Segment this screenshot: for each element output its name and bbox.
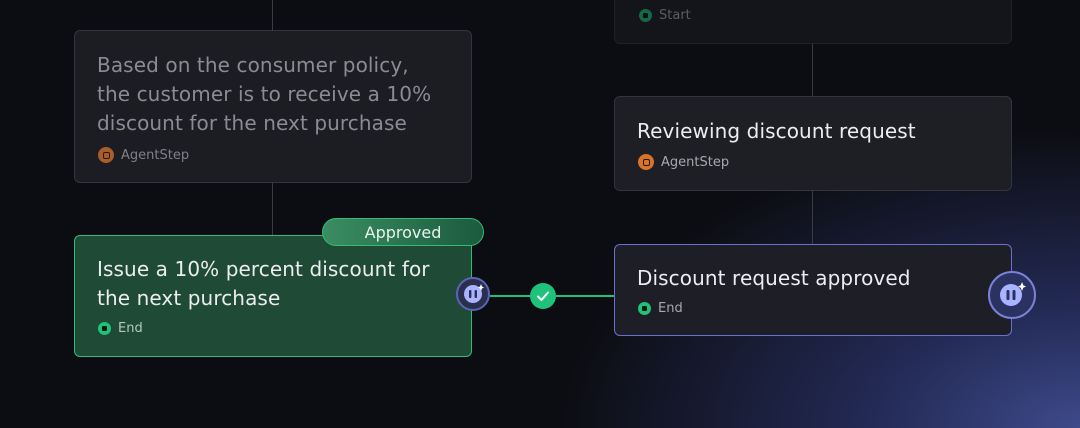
issue-text: Issue a 10% percent discount for the nex… [97, 257, 430, 310]
reviewing-text: Reviewing discount request [637, 119, 916, 143]
approved-badge: Approved [322, 218, 484, 246]
end-icon [98, 322, 111, 335]
agent-step-icon [98, 147, 114, 163]
connector-line [272, 0, 273, 30]
approved-check-node [530, 283, 556, 309]
connector-line [272, 183, 273, 235]
agent-step-icon [638, 154, 654, 170]
agent-bot-icon [464, 284, 484, 303]
reviewing-card[interactable]: Reviewing discount request AgentStep [614, 96, 1012, 191]
end-icon [639, 9, 652, 22]
issue-card[interactable]: Issue a 10% percent discount for the nex… [74, 235, 472, 357]
start-card[interactable]: Start [614, 0, 1012, 44]
connector-line [812, 191, 813, 244]
policy-card[interactable]: Based on the consumer policy, the custom… [74, 30, 472, 183]
policy-meta: AgentStep [121, 147, 190, 163]
agent-bot-button[interactable] [456, 277, 490, 311]
start-label: Start [659, 8, 691, 23]
reviewing-meta: AgentStep [661, 154, 730, 170]
approved-card[interactable]: Discount request approved End [614, 244, 1012, 336]
issue-meta: End [118, 321, 143, 336]
approved-meta: End [658, 301, 683, 316]
approved-text: Discount request approved [637, 266, 911, 290]
end-icon [638, 302, 651, 315]
connector-line [812, 44, 813, 96]
policy-text: Based on the consumer policy, the custom… [97, 53, 432, 135]
approved-label: Approved [364, 222, 442, 242]
check-icon [537, 291, 549, 301]
agent-bot-button[interactable] [988, 271, 1036, 319]
agent-bot-icon [1000, 282, 1026, 306]
